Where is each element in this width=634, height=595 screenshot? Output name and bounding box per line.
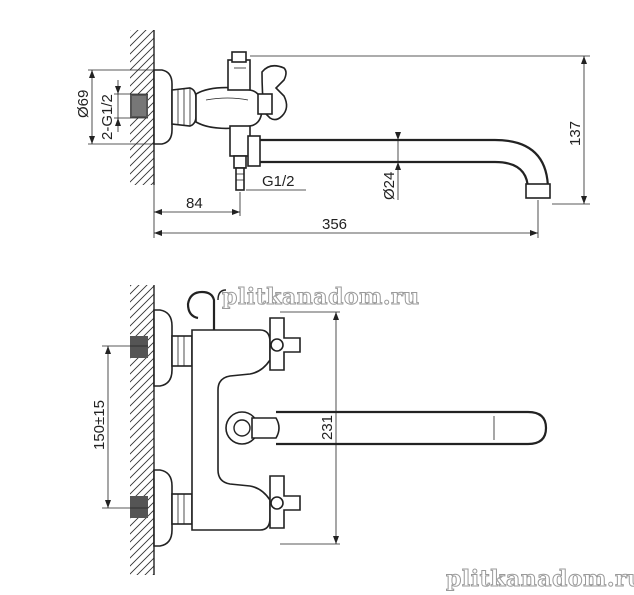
wall-hatch-bottom — [130, 285, 154, 575]
dim-outlet-thread: G1/2 — [262, 173, 295, 190]
front-view — [102, 285, 548, 575]
dim-flange-diameter: Ø69 — [75, 90, 92, 118]
watermark-center: plitkanadom.ru — [222, 284, 420, 310]
dim-spout-reach: 356 — [322, 216, 347, 233]
watermark-corner: plitkanadom.ru — [446, 566, 634, 592]
shower-hook — [186, 290, 216, 330]
spout-front — [276, 410, 548, 446]
dim-spout-diameter: Ø24 — [381, 172, 398, 200]
cross-handle-upper[interactable] — [269, 317, 301, 371]
dim-inlet-spacing: 150±15 — [91, 400, 108, 450]
wall-flange-top — [153, 69, 173, 145]
valve-body-top — [195, 86, 263, 130]
dim-height: 137 — [567, 121, 584, 146]
side-view — [88, 30, 590, 238]
dim-body-height: 231 — [319, 415, 336, 440]
outlet-top — [229, 125, 251, 157]
dim-wall-to-outlet: 84 — [186, 195, 203, 212]
dim-inlet-thread: 2-G1/2 — [99, 94, 116, 140]
cross-handle-lower[interactable] — [269, 475, 301, 529]
